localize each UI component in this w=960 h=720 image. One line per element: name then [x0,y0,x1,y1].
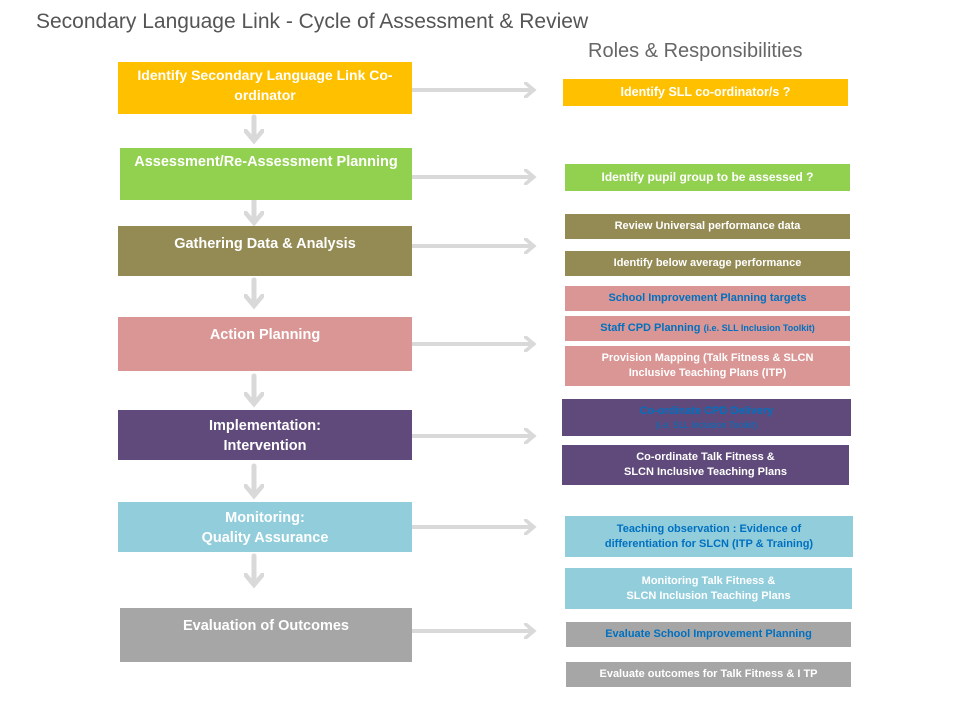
role-monitoring-talk-fitness: Monitoring Talk Fitness & SLCN Inclusion… [565,568,852,609]
role-evaluate-school-improvement: Evaluate School Improvement Planning [566,622,851,647]
role-review-performance-data: Review Universal performance data [565,214,850,239]
role-identify-pupil-group: Identify pupil group to be assessed ? [565,164,850,191]
page-title: Secondary Language Link - Cycle of Asses… [36,10,589,33]
stage-gathering-data: Gathering Data & Analysis [118,226,412,276]
stage-evaluation: Evaluation of Outcomes [120,608,412,662]
role-teaching-observation: Teaching observation : Evidence of diffe… [565,516,853,557]
role-provision-mapping: Provision Mapping (Talk Fitness & SLCN I… [565,346,850,386]
role-coordinate-cpd-delivery: Co-ordinate CPD Delivery (i.e. SLL Inclu… [562,399,851,436]
role-identify-below-average: Identify below average performance [565,251,850,276]
stage-action-planning: Action Planning [118,317,412,371]
role-coordinate-talk-fitness: Co-ordinate Talk Fitness & SLCN Inclusiv… [562,445,849,485]
role-identify-sll-coordinator: Identify SLL co-ordinator/s ? [563,79,848,106]
role-staff-cpd-planning: Staff CPD Planning (i.e. SLL Inclusion T… [565,316,850,341]
stage-monitoring: Monitoring: Quality Assurance [118,502,412,552]
role-evaluate-outcomes: Evaluate outcomes for Talk Fitness & I T… [566,662,851,687]
stage-implementation: Implementation: Intervention [118,410,412,460]
stage-assessment-planning: Assessment/Re-Assessment Planning [120,148,412,200]
role-coordinate-cpd-note: (i.e. SLL Inclusion Toolkit) [655,419,758,430]
role-coordinate-cpd-label: Co-ordinate CPD Delivery [639,405,774,417]
role-school-improvement-targets: School Improvement Planning targets [565,286,850,311]
role-staff-cpd-label: Staff CPD Planning [600,322,701,335]
page-subtitle: Roles & Responsibilities [588,40,803,62]
role-staff-cpd-note: (i.e. SLL Inclusion Toolkit) [703,323,815,334]
stage-identify-coordinator: Identify Secondary Language Link Co-ordi… [118,62,412,114]
